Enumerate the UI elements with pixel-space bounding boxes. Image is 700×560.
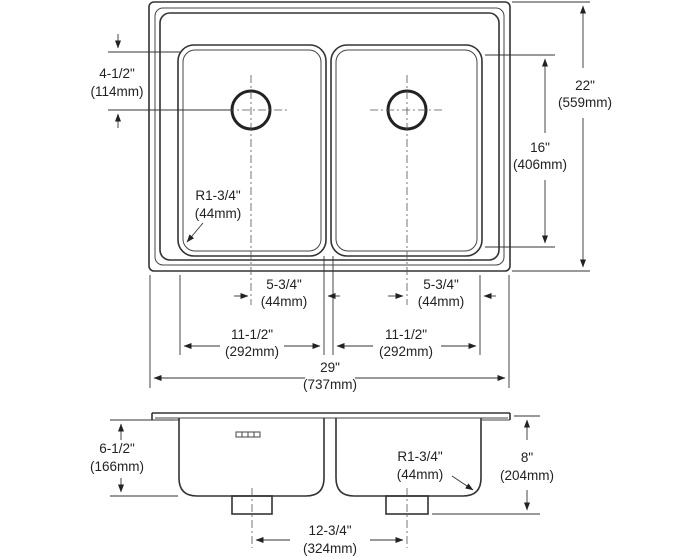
bowl-width-left-in: 11-1/2" <box>231 327 273 342</box>
sink-rim-inner-line <box>154 7 505 266</box>
right-bowl-inner <box>335 49 478 252</box>
sink-deck-edge <box>159 12 500 261</box>
overall-length-mm: (559mm) <box>558 95 612 110</box>
left-bowl-inner <box>182 49 322 252</box>
overall-width-mm: (737mm) <box>303 377 357 392</box>
corner-radius-side-mm: (44mm) <box>397 467 444 482</box>
side-view-dimensions: 6-1/2" (166mm) 8" (204mm) R1-3/4" (44mm)… <box>90 415 554 556</box>
drain-center-right-in: 5-3/4" <box>423 277 459 292</box>
drain-offset-mm: (114mm) <box>90 84 143 99</box>
bowl-width-right-in: 11-1/2" <box>385 327 427 342</box>
bowl-depth-in: 8" <box>521 450 534 465</box>
corner-radius-top-mm: (44mm) <box>195 206 242 221</box>
drain-offset-in: 4-1/2" <box>99 66 135 81</box>
bowl-width-left-mm: (292mm) <box>225 344 279 359</box>
side-depth-mm: (166mm) <box>90 459 144 474</box>
bowl-depth-mm: (204mm) <box>500 468 554 483</box>
overall-width-in: 29" <box>320 360 340 375</box>
side-depth-in: 6-1/2" <box>99 441 135 456</box>
corner-radius-side-leader <box>451 475 474 491</box>
side-left-bowl <box>178 418 325 497</box>
side-view <box>151 412 511 548</box>
drain-center-right-mm: (44mm) <box>418 294 465 309</box>
bowl-length-mm: (406mm) <box>513 157 567 172</box>
sink-outer-rim <box>148 1 511 272</box>
right-bowl <box>330 44 483 257</box>
corner-radius-top-in: R1-3/4" <box>195 188 241 203</box>
top-view-dimensions: 22" (559mm) 16" (406mm) 4-1/2" (114mm) R… <box>90 1 612 392</box>
top-view <box>148 1 511 305</box>
corner-radius-top-leader <box>186 222 204 243</box>
drain-center-left-mm: (44mm) <box>261 294 308 309</box>
overall-length-in: 22" <box>575 78 595 93</box>
drain-spacing-mm: (324mm) <box>303 541 357 556</box>
bowl-length-in: 16" <box>530 140 550 155</box>
corner-radius-side-in: R1-3/4" <box>397 449 443 464</box>
drain-spacing-in: 12-3/4" <box>308 523 351 538</box>
left-bowl <box>177 44 327 257</box>
drain-center-left-in: 5-3/4" <box>266 277 302 292</box>
bowl-width-right-mm: (292mm) <box>379 344 433 359</box>
